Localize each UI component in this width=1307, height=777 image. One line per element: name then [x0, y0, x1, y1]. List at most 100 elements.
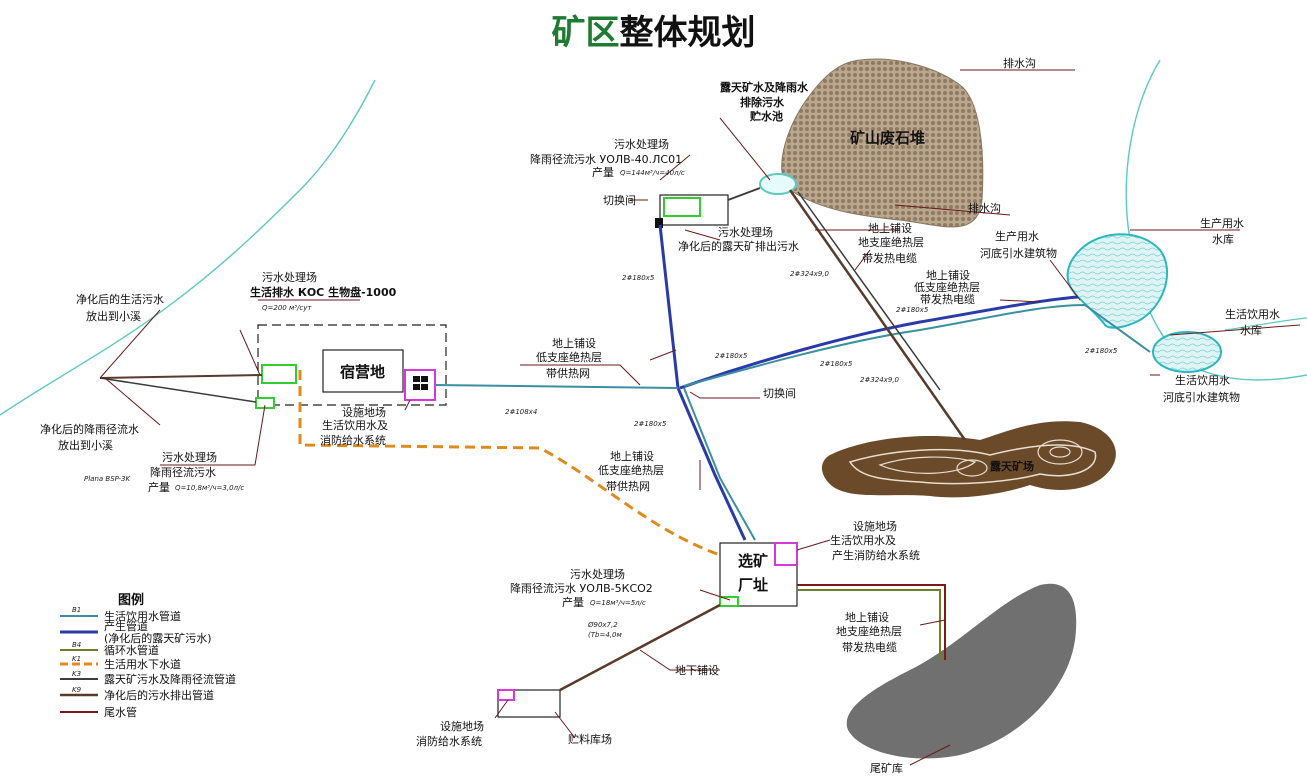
label-heat-3: 带供热网	[546, 366, 590, 380]
mill-sewage-box[interactable]	[719, 596, 739, 607]
legend-item: K9 净化后的污水排出管道	[60, 686, 214, 702]
title-char: 整	[619, 12, 706, 53]
creek-right	[1224, 317, 1307, 331]
label-heat-2: 低支座绝热层	[536, 350, 602, 364]
drinking-pipe-mill	[683, 387, 756, 541]
tailings-pond	[846, 583, 1077, 759]
treated-outfall-1	[99, 374, 263, 379]
label-above-mid-1: 地上铺设	[926, 269, 970, 282]
production-reservoir	[1066, 233, 1169, 329]
label-sewage-top-2: 降雨径流污水 УОЛВ-40.ЛС01	[530, 152, 682, 166]
legend-text: (净化后的露天矿污水)	[104, 631, 212, 645]
annotations: 排水沟 露天矿水及降雨水 排除污水 贮水池 排水沟 污水处理场 降雨径流污水 У…	[40, 56, 1280, 748]
label-pipe-180-f: 2#180x5	[634, 420, 667, 428]
switch-top-box[interactable]	[655, 218, 663, 228]
label-tail-line-1: 地上铺设	[845, 611, 889, 624]
label-sewage-top-3: 产量	[592, 165, 614, 179]
label-prod-water-2: 河底引水建筑物	[980, 246, 1057, 260]
label-switch-top: 切换间	[603, 193, 636, 207]
camp-building[interactable]	[322, 349, 404, 393]
label-mill-facility-3: 产生消防给水系统	[832, 548, 920, 562]
circulating-pipe	[797, 589, 941, 660]
label-ditch-top: 排水沟	[1003, 56, 1036, 70]
label-heat-1: 地上铺设	[552, 337, 596, 350]
label-drink-intake-1: 生活饮用水	[1175, 373, 1230, 387]
label-drink-res-1: 生活饮用水	[1225, 307, 1280, 321]
label-above-cable-1: 地上铺设	[868, 222, 912, 235]
legend-item: 产生管道 (净化后的露天矿污水)	[60, 619, 212, 645]
label-camp-facility-1: 设施地场	[342, 405, 386, 419]
camp-boundary	[257, 324, 447, 406]
title-char: 划	[721, 12, 808, 53]
legend-text: 产生管道	[104, 619, 148, 633]
label-pipe-180-a: 2#180x5	[896, 306, 929, 314]
label-ditch-mid: 排水沟	[968, 201, 1001, 215]
legend: 图例 B1 生活饮用水管道 产生管道 (净化后的露天矿污水) B4 循环水管道 …	[60, 592, 236, 719]
legend-item: B4 循环水管道	[60, 641, 159, 657]
tailings-pipe	[797, 584, 946, 660]
label-pit-water-2: 排除污水	[740, 95, 785, 109]
drinking-pipe-res	[683, 303, 1151, 387]
title-char: 规	[687, 12, 774, 53]
legend-code: B4	[72, 641, 81, 649]
label-camp-facility-3: 消防给水系统	[320, 433, 386, 447]
waste-dump-label: 矿山废石堆	[850, 129, 925, 147]
legend-code: K9	[72, 686, 82, 694]
label-rain-plant-3: 产量	[148, 480, 170, 494]
label-prod-res-2: 水库	[1212, 233, 1234, 246]
label-pipe-180-b: 2#180x5	[1085, 347, 1118, 355]
label-drink-res-2: 水库	[1240, 324, 1262, 337]
yard-facility-box[interactable]	[497, 689, 515, 701]
label-above-mid-3: 带发热电缆	[920, 292, 975, 306]
legend-code: K1	[72, 655, 81, 663]
camp-label: 宿营地	[340, 363, 385, 381]
label-mill-facility-1: 设施地场	[853, 519, 897, 533]
leader-lines	[99, 69, 1301, 766]
legend-item: K3 露天矿污水及降雨径流管道	[60, 670, 236, 686]
label-buried-pipe-1: Ø90x7,2	[587, 621, 618, 629]
label-pipe-324-a: 2#324x9,0	[790, 270, 830, 278]
top-sewage-box[interactable]	[663, 197, 701, 217]
label-above-cable-3: 带发热电缆	[862, 251, 917, 265]
label-rain-plant-1: 污水处理场	[162, 450, 217, 464]
mill-label-2: 厂址	[738, 576, 768, 594]
treated-outfall-2	[99, 377, 257, 403]
drinking-pipe-camp	[434, 384, 679, 389]
label-rain-plant-q: Q=10,8м³/ч=3,0л/с	[175, 484, 244, 492]
camp-sewage-box[interactable]	[261, 364, 297, 384]
label-rain-plant-model: Plana BSP-3K	[84, 475, 131, 483]
label-buried-pipe-2: (Tb=4,0м	[588, 631, 622, 639]
label-switch-mid: 切换间	[763, 386, 796, 400]
label-rain-plant-2: 降雨径流污水	[150, 465, 216, 479]
label-yard-facility-1: 设施地场	[440, 719, 484, 733]
title-char: 体	[653, 12, 740, 53]
label-drink-intake-2: 河底引水建筑物	[1163, 390, 1240, 404]
pit-discharge-pipe-2	[797, 191, 941, 391]
title-char: 矿	[551, 12, 638, 53]
label-treated-rain-2: 放出到小溪	[58, 438, 113, 452]
label-yard-facility-2: 消防给水系统	[416, 734, 482, 748]
legend-item: B1 生活饮用水管道	[60, 606, 181, 623]
river-left	[0, 79, 376, 416]
label-sewage-pit-1: 污水处理场	[718, 225, 773, 239]
legend-text: 露天矿污水及降雨径流管道	[104, 672, 236, 686]
label-tail-line-3: 带发热电缆	[842, 640, 897, 654]
label-pit-water-3: 贮水池	[749, 109, 783, 123]
label-heat2-2: 低支座绝热层	[598, 463, 664, 477]
page-title: 矿 区 整 体 规 划	[0, 6, 1307, 53]
legend-code: K3	[72, 670, 81, 678]
label-mill-sewage-1: 污水处理场	[570, 567, 625, 581]
legend-text: 尾水管	[104, 705, 137, 719]
label-prod-water-1: 生产用水	[995, 229, 1039, 243]
label-mill-facility-2: 生活饮用水及	[830, 533, 896, 547]
label-sewage-top-q: Q=144м³/ч=40л/с	[620, 169, 685, 177]
legend-code: B1	[72, 606, 81, 614]
label-prod-res-1: 生产用水	[1200, 216, 1244, 230]
legend-item: 尾水管	[60, 705, 137, 719]
mill-facility-box[interactable]	[774, 542, 798, 566]
label-pipe-108: 2#108x4	[505, 408, 537, 416]
production-pipe	[658, 224, 747, 541]
sewer-pipe	[298, 370, 721, 557]
label-treated-domestic-2: 放出到小溪	[86, 309, 141, 323]
